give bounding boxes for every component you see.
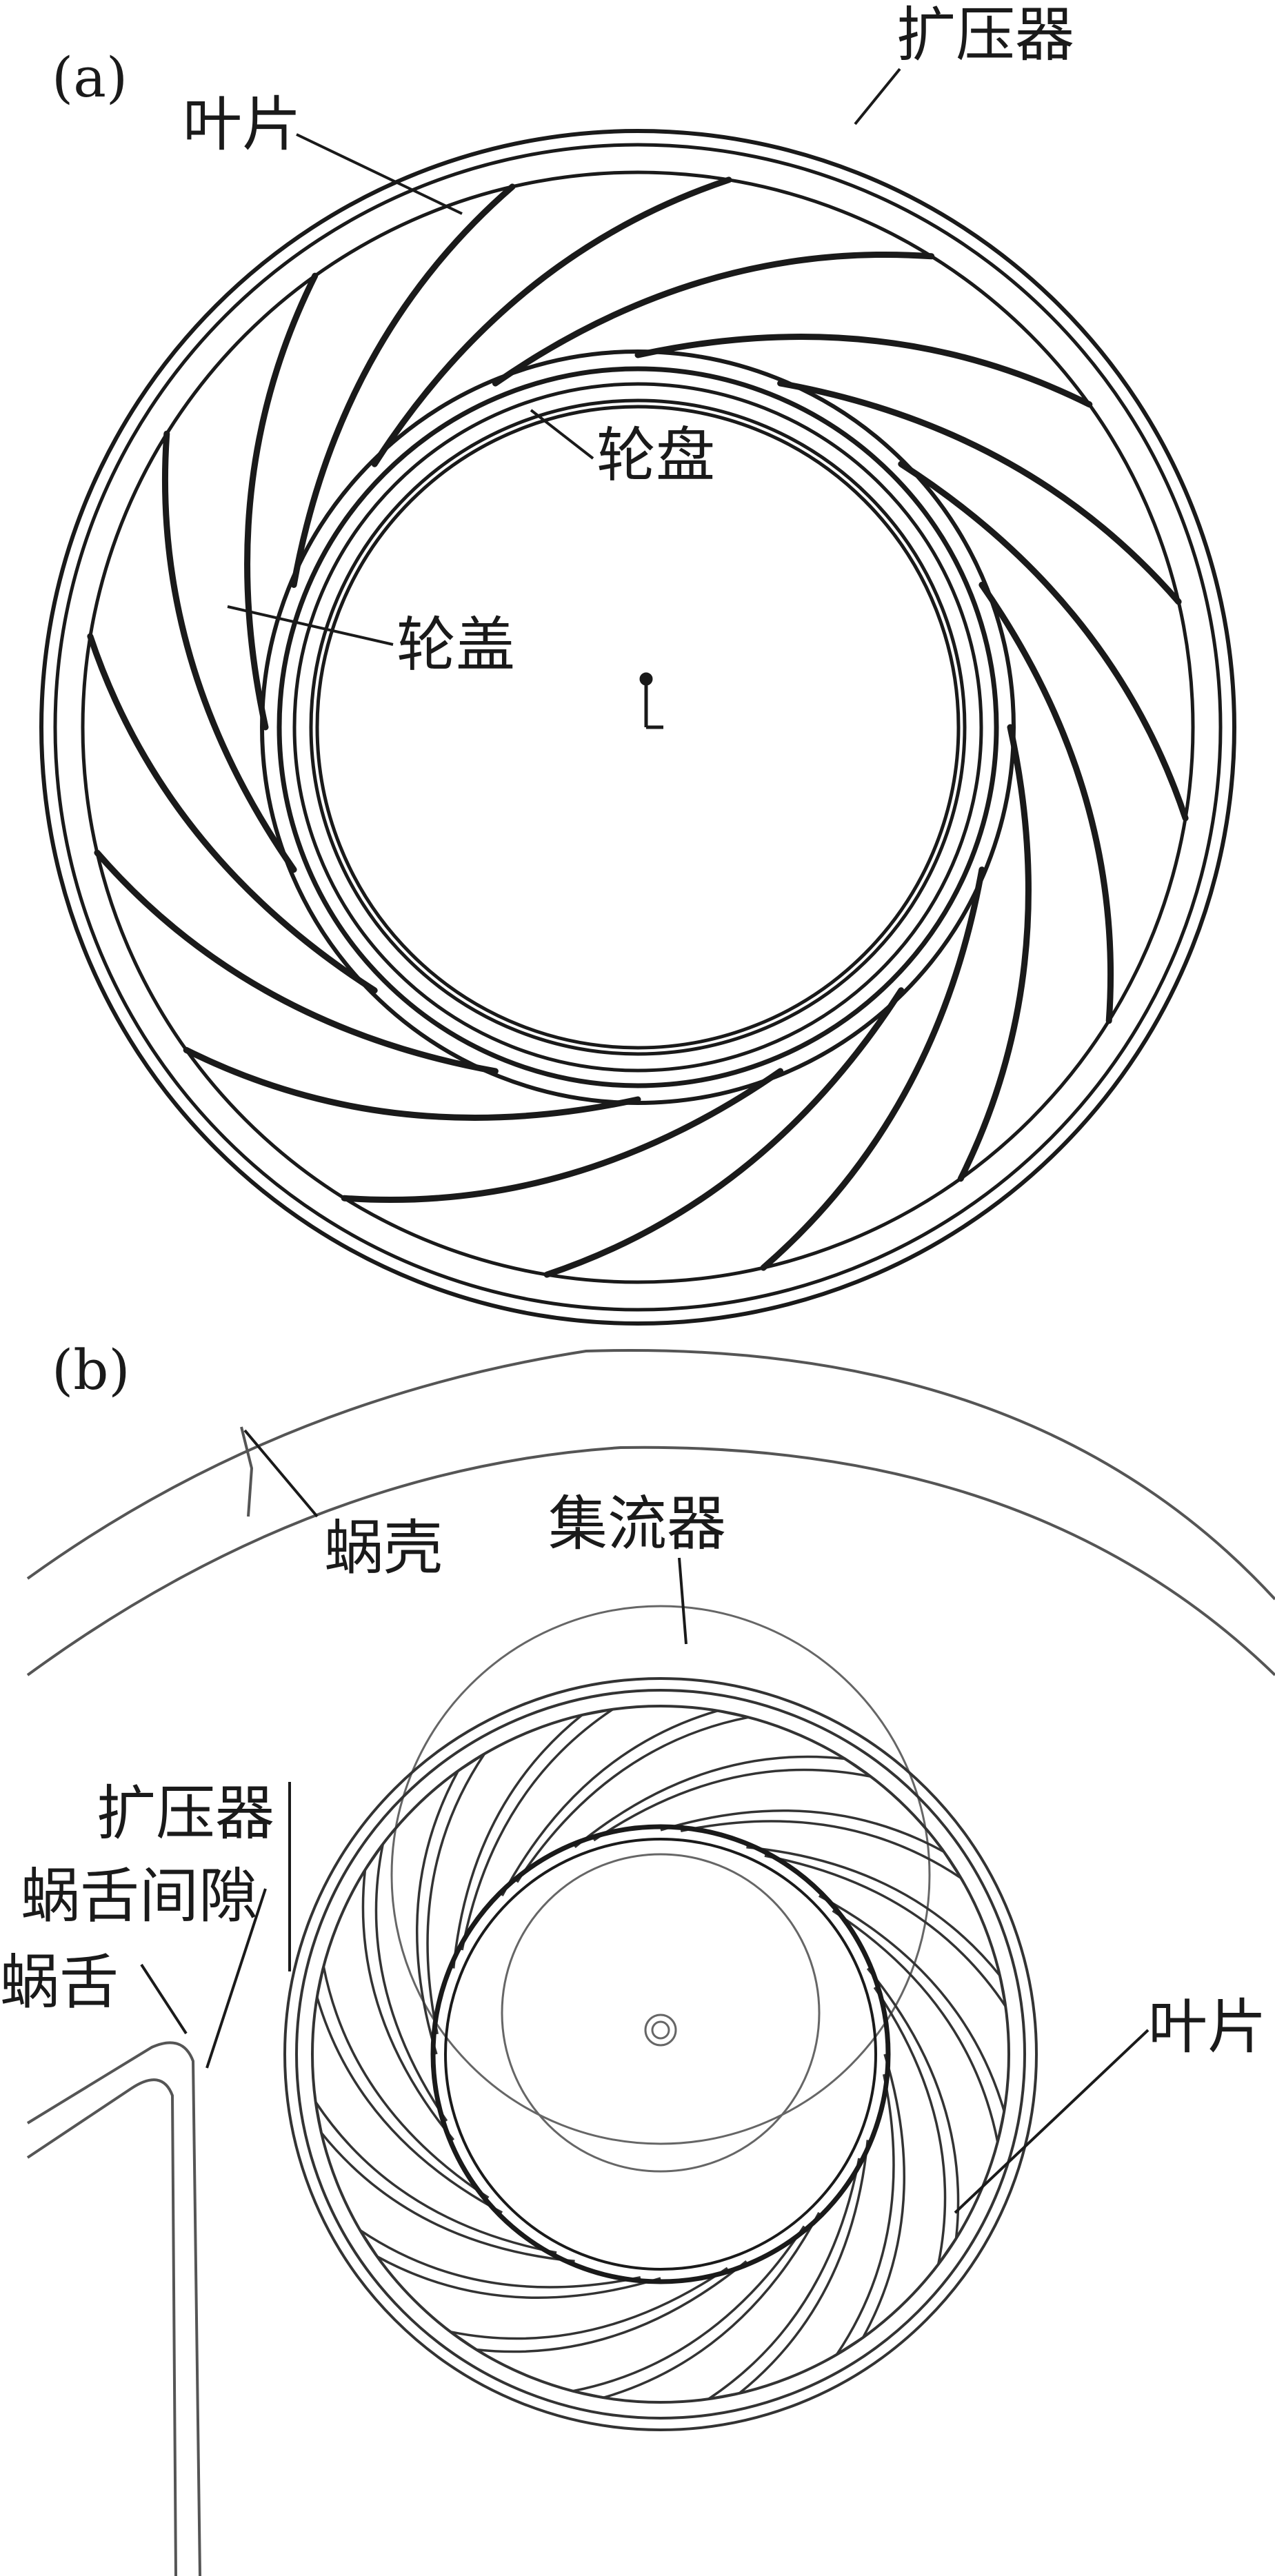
panel-b-blade: [603, 2211, 821, 2399]
axis-marker: [639, 672, 663, 729]
panel-b-blade-edge: [374, 1844, 448, 2122]
panel-b-blade-edge: [461, 1708, 614, 1951]
label-diffuser-a: 扩压器: [896, 1, 1074, 70]
panel-b-blade: [501, 1710, 719, 1897]
panel-b-blade-edge: [836, 2073, 895, 2355]
volute-tongue: [26, 2041, 201, 2576]
panel-a-blade: [94, 849, 499, 1075]
label-tongue: 蜗舌: [0, 1948, 119, 2017]
panel-b-blade: [316, 1996, 503, 2214]
panel-a-tag: (a): [52, 45, 128, 110]
panel-b-blade: [739, 2140, 870, 2395]
panel-a-blade: [898, 460, 1189, 822]
panel-b-blade-edge: [450, 2266, 728, 2340]
panel-b-blade: [866, 1967, 960, 2239]
panel-a: (a) 扩压器 叶片 轮盘 轮盖: [39, 1, 1236, 1326]
panel-b-blade-cap: [450, 2331, 477, 2351]
panel-b-blade: [361, 1869, 455, 2141]
label-hub-disc: 轮盘: [596, 421, 715, 490]
panel-b-blade-cap: [581, 1708, 613, 1716]
panel-a-blade: [543, 987, 905, 1278]
panel-a-blade: [161, 430, 297, 873]
panel-b-blade-cap: [708, 2392, 740, 2400]
panel-b-blade-cap: [996, 2111, 1005, 2142]
panel-b-blade-edge: [764, 1854, 1007, 2007]
panel-b-blade-cap: [457, 1753, 485, 1772]
diffuser-ring-b: [283, 1677, 1038, 2431]
shroud-ring-b: [430, 1824, 891, 2284]
panel-b-blade-cap: [943, 1851, 962, 1879]
panel-b-blade-edge: [593, 1768, 871, 1842]
panel-a-blade: [290, 183, 516, 588]
panel-b-blade-cap: [717, 1710, 749, 1719]
panel-a-blade: [183, 1046, 641, 1121]
panel-b-blade-edge: [322, 1966, 490, 2199]
blade-group-a: [87, 176, 1189, 1278]
label-tongue-gap: 蜗舌间隙: [21, 1862, 258, 1931]
panel-b: (b): [0, 1338, 1275, 2576]
label-diffuser-b: 扩压器: [97, 1779, 274, 1848]
panel-b-blade-cap: [836, 2336, 864, 2355]
panel-b-blade-cap: [363, 1843, 384, 1871]
panel-b-blade-edge: [426, 1753, 485, 2035]
panel-b-blade-cap: [844, 1757, 872, 1778]
panel-b-blade: [452, 1714, 583, 1969]
panel-b-blade: [476, 2260, 747, 2353]
panel-b-tag: (b): [52, 1338, 130, 1402]
panel-a-blade: [244, 272, 319, 731]
panel-b-blade-edge: [572, 2225, 805, 2393]
panel-b-blade-edge: [359, 2229, 641, 2289]
panel-b-blade-cap: [937, 2238, 958, 2265]
panel-b-blade: [818, 1894, 1005, 2112]
leader-lines-b: [140, 1429, 1149, 2214]
collector: [390, 1605, 931, 2173]
panel-a-blade: [341, 1068, 784, 1204]
panel-b-blade: [574, 1755, 845, 1849]
panel-a-blade: [957, 724, 1032, 1182]
panel-b-blade-edge: [516, 1716, 749, 1883]
hub-disc: [315, 405, 961, 1050]
panel-b-blade: [862, 2053, 905, 2338]
label-collector: 集流器: [548, 1490, 726, 1559]
volute-casing: [26, 1349, 1275, 1676]
shroud-ring: [260, 349, 1016, 1105]
label-blade-a: 叶片: [183, 90, 301, 159]
label-blade-b: 叶片: [1148, 1993, 1267, 2062]
panel-b-blade: [377, 2255, 661, 2299]
panel-a-blade: [87, 633, 378, 994]
panel-b-blade-edge: [873, 1987, 947, 2264]
panel-b-blade-cap: [998, 1975, 1007, 2007]
panel-b-blade-cap: [314, 2102, 323, 2133]
blade-group-b: [314, 1708, 1007, 2400]
panel-b-blade: [660, 1809, 945, 1853]
panel-b-blade-cap: [359, 2229, 379, 2258]
panel-a-blade: [634, 334, 1093, 408]
panel-a-blade: [760, 866, 985, 1271]
leader-lines-a: [227, 68, 901, 646]
panel-b-blade: [416, 1770, 459, 2055]
panel-a-blade: [777, 380, 1182, 605]
diffuser-ring: [39, 129, 1236, 1326]
panel-b-blade-edge: [314, 2101, 557, 2254]
panel-b-blade-cap: [572, 2389, 604, 2399]
label-shroud: 轮盖: [396, 611, 515, 680]
panel-a-blade: [371, 176, 732, 467]
label-volute: 蜗壳: [324, 1514, 443, 1583]
panel-b-blade-edge: [680, 1820, 962, 1879]
panel-b-blade: [320, 2132, 575, 2263]
panel-b-blade: [746, 1845, 1001, 1976]
panel-a-blade: [492, 251, 935, 387]
panel-b-blade-cap: [316, 1966, 325, 1998]
panel-b-blade-edge: [832, 1909, 999, 2142]
panel-a-blade: [978, 581, 1114, 1024]
panel-b-blade-edge: [707, 2158, 861, 2400]
